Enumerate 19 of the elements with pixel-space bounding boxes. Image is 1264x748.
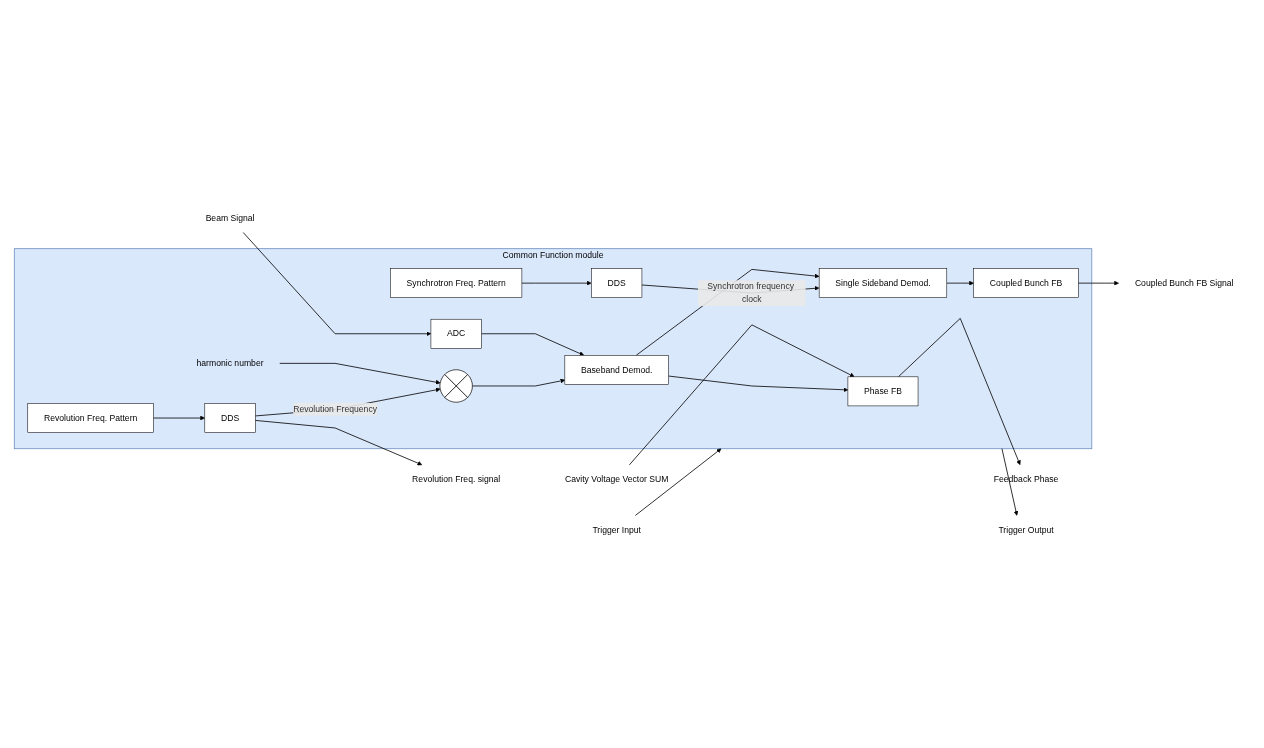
node-box: Revolution Freq. Pattern [27,403,154,433]
node-box: DDS [204,403,256,433]
node-text: Coupled Bunch FB Signal [1134,278,1234,288]
node-box: Phase FB [847,376,919,407]
node-box: Coupled Bunch FB [973,268,1079,298]
node-text: harmonic number [196,358,264,368]
node-box: Baseband Demod. [564,355,669,385]
node-text: Trigger Output [998,525,1054,535]
node-box: ADC [430,318,482,349]
node-box: DDS [591,268,643,298]
node-text: Revolution Freq. signal [412,474,501,484]
node-text: Trigger Input [592,525,641,535]
node-text: Cavity Voltage Vector SUM [564,474,669,484]
edge-label: Synchrotron frequency clock [707,281,794,304]
node-text: Beam Signal [205,213,255,223]
node-box: Synchrotron Freq. Pattern [390,268,523,298]
node-text: Feedback Phase [993,474,1059,484]
edge-label: Revolution Frequency [293,404,377,414]
node-box: Single Sideband Demod. [818,268,948,298]
